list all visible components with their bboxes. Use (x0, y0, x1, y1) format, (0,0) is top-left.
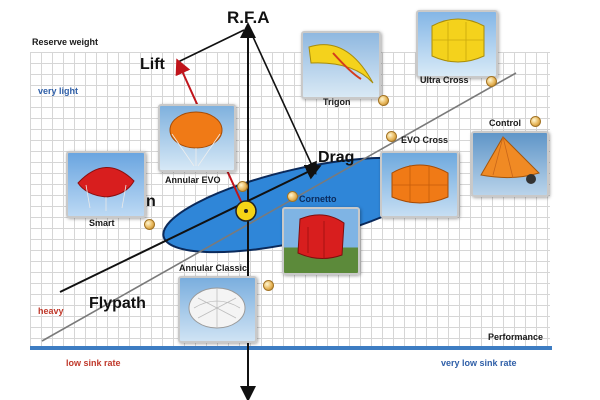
cornetto-canopy-photo (282, 207, 360, 275)
very-light-label: very light (38, 86, 79, 96)
rfa-label: R.F.A (227, 8, 270, 27)
control-canopy-photo (471, 131, 549, 197)
annular-evo-marker (237, 181, 248, 192)
drag-label: Drag (318, 149, 355, 166)
control-label: Control (489, 118, 521, 128)
smart-marker (144, 219, 155, 230)
evo-cross-label: EVO Cross (401, 135, 449, 145)
ultra-cross-marker (486, 76, 497, 87)
evo-cross-marker (386, 131, 397, 142)
performance-label: Performance (488, 332, 544, 342)
annular-evo-canopy-photo (158, 104, 236, 172)
annular-evo-label: Annular EVO (165, 175, 221, 185)
performance-line (41, 72, 517, 342)
very-low-sink-rate-label: very low sink rate (441, 358, 517, 368)
smart-canopy-photo (66, 151, 146, 218)
lift-to-rfa-line (177, 29, 245, 63)
flypath-label: Flypath (89, 295, 146, 312)
ultra-cross-canopy-photo (416, 10, 498, 78)
lift-label: Lift (140, 56, 165, 73)
flypath-arrow (59, 165, 322, 293)
annular-classic-label: Annular Classic (179, 263, 248, 273)
cornetto-label: Cornetto (299, 194, 337, 204)
trigon-canopy-photo (301, 31, 381, 99)
evo-cross-canopy-photo (380, 151, 459, 218)
ultra-cross-label: Ultra Cross (420, 75, 469, 85)
annular-classic-marker (263, 280, 274, 291)
n-fragment-label: n (146, 193, 156, 210)
annular-classic-canopy-photo (178, 276, 257, 343)
rfa-to-drag-line (247, 25, 317, 175)
grid-bottom-bar (30, 346, 552, 350)
smart-label: Smart (89, 218, 115, 228)
trigon-marker (378, 95, 389, 106)
control-marker (530, 116, 541, 127)
reserve-weight-label: Reserve weight (32, 37, 99, 47)
cornetto-marker (287, 191, 298, 202)
heavy-label: heavy (38, 306, 64, 316)
trigon-label: Trigon (323, 97, 351, 107)
low-sink-rate-label: low sink rate (66, 358, 121, 368)
